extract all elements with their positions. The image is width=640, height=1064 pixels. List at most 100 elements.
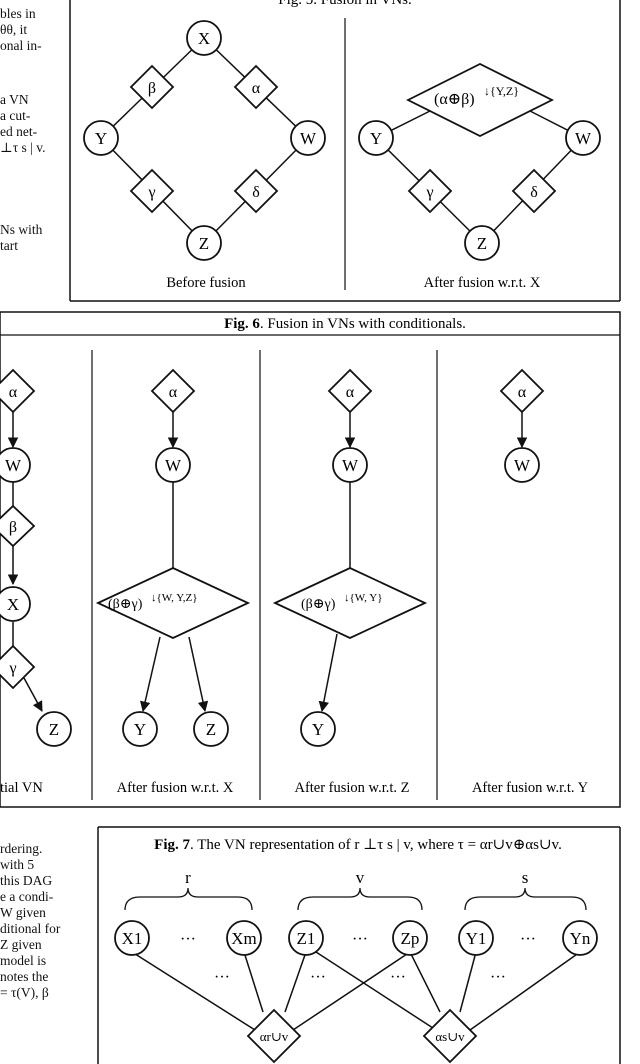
variable-label: W (165, 456, 182, 475)
variable-node: Y1 (458, 920, 494, 956)
variable-node: Y (358, 120, 394, 156)
left-text-line: Ns with (0, 222, 43, 237)
factor-node: β (129, 64, 175, 110)
bottom-text-line: W given (0, 905, 46, 920)
variable-node: W (504, 447, 540, 483)
ellipsis: ··· (490, 969, 506, 986)
factor-node: δ (511, 168, 557, 214)
factor-node: α (0, 368, 36, 414)
variable-node: X (186, 20, 222, 56)
fused-factor-node: (β⊕γ) ↓{W, Y,Z} (95, 567, 251, 639)
factor-node: α (150, 368, 196, 414)
variable-label: Y (312, 720, 324, 739)
left-text-line: θθ, it (0, 22, 28, 37)
factor-label: α (346, 384, 355, 401)
bottom-text-line: = τ(V), β (0, 985, 49, 1000)
factor-node: γ (407, 168, 453, 214)
variable-label: Y (95, 129, 107, 148)
fig5-frame (69, 0, 621, 302)
variable-node: Xm (226, 920, 262, 956)
bottom-text-line: model is (0, 953, 47, 968)
fig6-caption-x: After fusion w.r.t. X (117, 780, 234, 796)
group-braces (124, 887, 587, 911)
factor-node: β (0, 504, 36, 548)
fused-factor-label: (α⊕β) (434, 91, 475, 108)
variable-node: W (0, 447, 31, 483)
ellipsis: ··· (214, 969, 230, 986)
variable-node: Y (83, 120, 119, 156)
left-text-line: ed net- (0, 124, 38, 139)
left-text-line: ⊥τ s | v. (0, 140, 46, 155)
factor-label: α (518, 384, 527, 401)
variable-label: W (575, 129, 592, 148)
factor-label: δ (530, 184, 538, 201)
variable-node: X1 (114, 920, 150, 956)
variable-label: Z (206, 720, 216, 739)
variable-label: X (198, 29, 210, 48)
fused-factor-label: (β⊕γ) (301, 597, 336, 612)
ellipsis: ··· (310, 969, 326, 986)
variable-label: Zp (401, 929, 420, 948)
factor-node: α (499, 368, 545, 414)
variable-node: Z (193, 711, 229, 747)
variable-label: Z (49, 720, 59, 739)
variable-node: Yn (562, 920, 598, 956)
factor-label: α (252, 80, 261, 97)
variable-label: Xm (231, 929, 257, 948)
bottom-text-line: ditional for (0, 921, 61, 936)
left-text-line: bles in (0, 6, 36, 21)
fig5-caption-after: After fusion w.r.t. X (424, 275, 541, 291)
variable-node: W (565, 120, 601, 156)
factor-label: δ (252, 184, 260, 201)
factor-label: γ (8, 660, 16, 677)
variable-label: Z (199, 234, 209, 253)
bottom-text-line: this DAG (0, 873, 53, 888)
fused-factor-node: (β⊕γ) ↓{W, Y} (272, 567, 428, 639)
variable-node: Z (36, 711, 72, 747)
variable-node: Z (464, 225, 500, 261)
factor-label: β (9, 519, 17, 536)
fig7-frame (97, 826, 621, 1064)
fig7-edges (131, 951, 581, 1031)
factor-node: α (233, 64, 279, 110)
left-text-line: a cut- (0, 108, 31, 123)
fig6-caption-initial: tial VN (0, 780, 43, 796)
bottom-text-line: rdering. (0, 841, 43, 856)
variable-label: W (5, 456, 22, 475)
variable-node: Z (186, 225, 222, 261)
variable-label: Y (370, 129, 382, 148)
fig6-panel-x-edges (139, 412, 209, 713)
fig6-frame (0, 311, 621, 808)
bottom-text-line: with 5 (0, 857, 35, 872)
variable-node: W (332, 447, 368, 483)
factor-label: α (9, 384, 18, 401)
variable-node: Zp (392, 920, 428, 956)
factor-label: αs∪v (435, 1029, 465, 1044)
factor-node: α (327, 368, 373, 414)
variable-label: X1 (122, 929, 143, 948)
fig5-before-edges (100, 37, 309, 244)
fig5-title: Fig. 5. Fusion in VNs. (278, 0, 412, 8)
fig6-caption-z: After fusion w.r.t. Z (294, 780, 409, 796)
left-text-line: onal in- (0, 38, 42, 53)
variable-node: W (155, 447, 191, 483)
factor-node: δ (233, 168, 279, 214)
variable-label: Z1 (297, 929, 316, 948)
variable-node: Z1 (288, 920, 324, 956)
variable-label: Z (477, 234, 487, 253)
factor-label: β (148, 80, 156, 97)
variable-node: X (0, 586, 31, 622)
factor-label: αr∪v (260, 1029, 289, 1044)
ellipsis: ··· (520, 931, 536, 948)
ellipsis: ··· (390, 969, 406, 986)
variable-label: X (7, 595, 19, 614)
group-label: s (522, 868, 529, 887)
bottom-text-line: e a condi- (0, 889, 54, 904)
fused-factor-superscript: ↓{Y,Z} (484, 84, 519, 98)
fig7-title: Fig. 7. The VN representation of r ⊥τ s … (154, 837, 562, 853)
fig5-caption-before: Before fusion (166, 275, 246, 291)
variable-node: Y (122, 711, 158, 747)
ellipsis: ··· (352, 931, 368, 948)
fused-factor-superscript: ↓{W, Y,Z} (151, 592, 198, 604)
variable-node: W (290, 120, 326, 156)
